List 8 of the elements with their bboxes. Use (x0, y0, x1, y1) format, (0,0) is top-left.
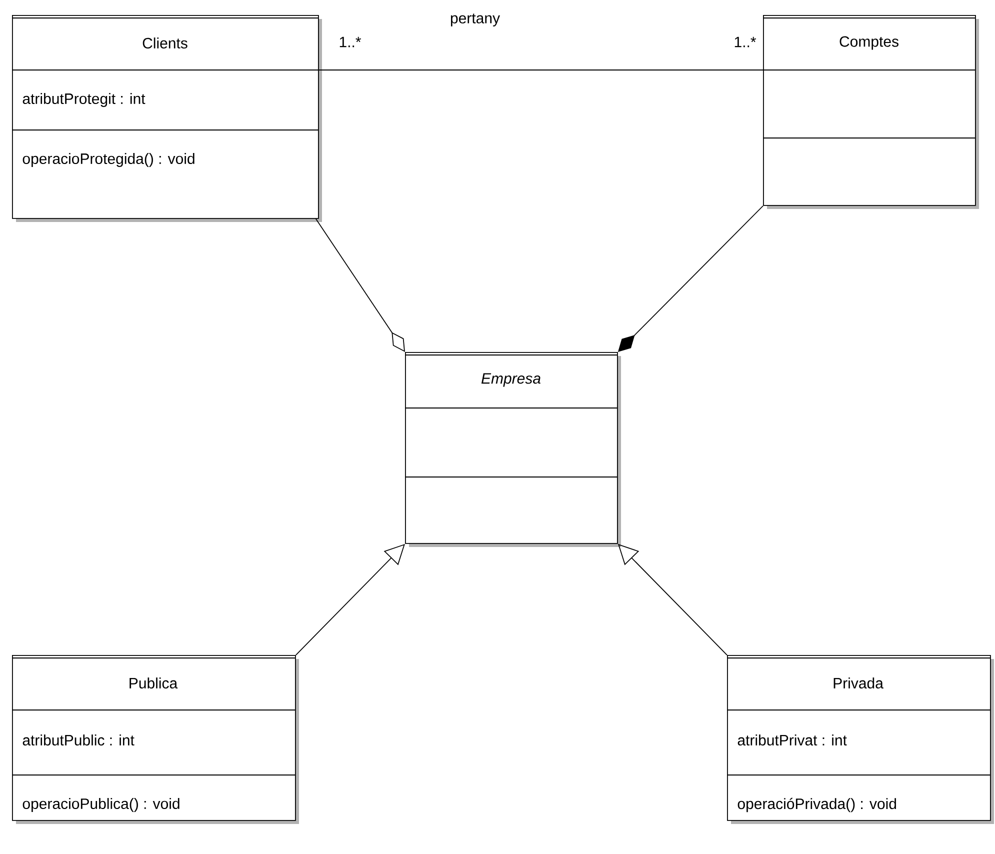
class-box: Publica atributPublic : int operacioPublica() : void (12, 655, 299, 824)
aggregation-line (315, 218, 405, 352)
edge-label: pertany (448, 12, 502, 28)
class-box: Empresa (404, 352, 621, 547)
multiplicity-label: 1..* (340, 36, 362, 48)
class-box: Comptes (762, 15, 980, 209)
class-box: Clients atributProtegit : int operacioProtegida() : void (12, 15, 322, 222)
class-box: Privada atributPrivat : int operacióPrivada() : void (726, 655, 994, 824)
